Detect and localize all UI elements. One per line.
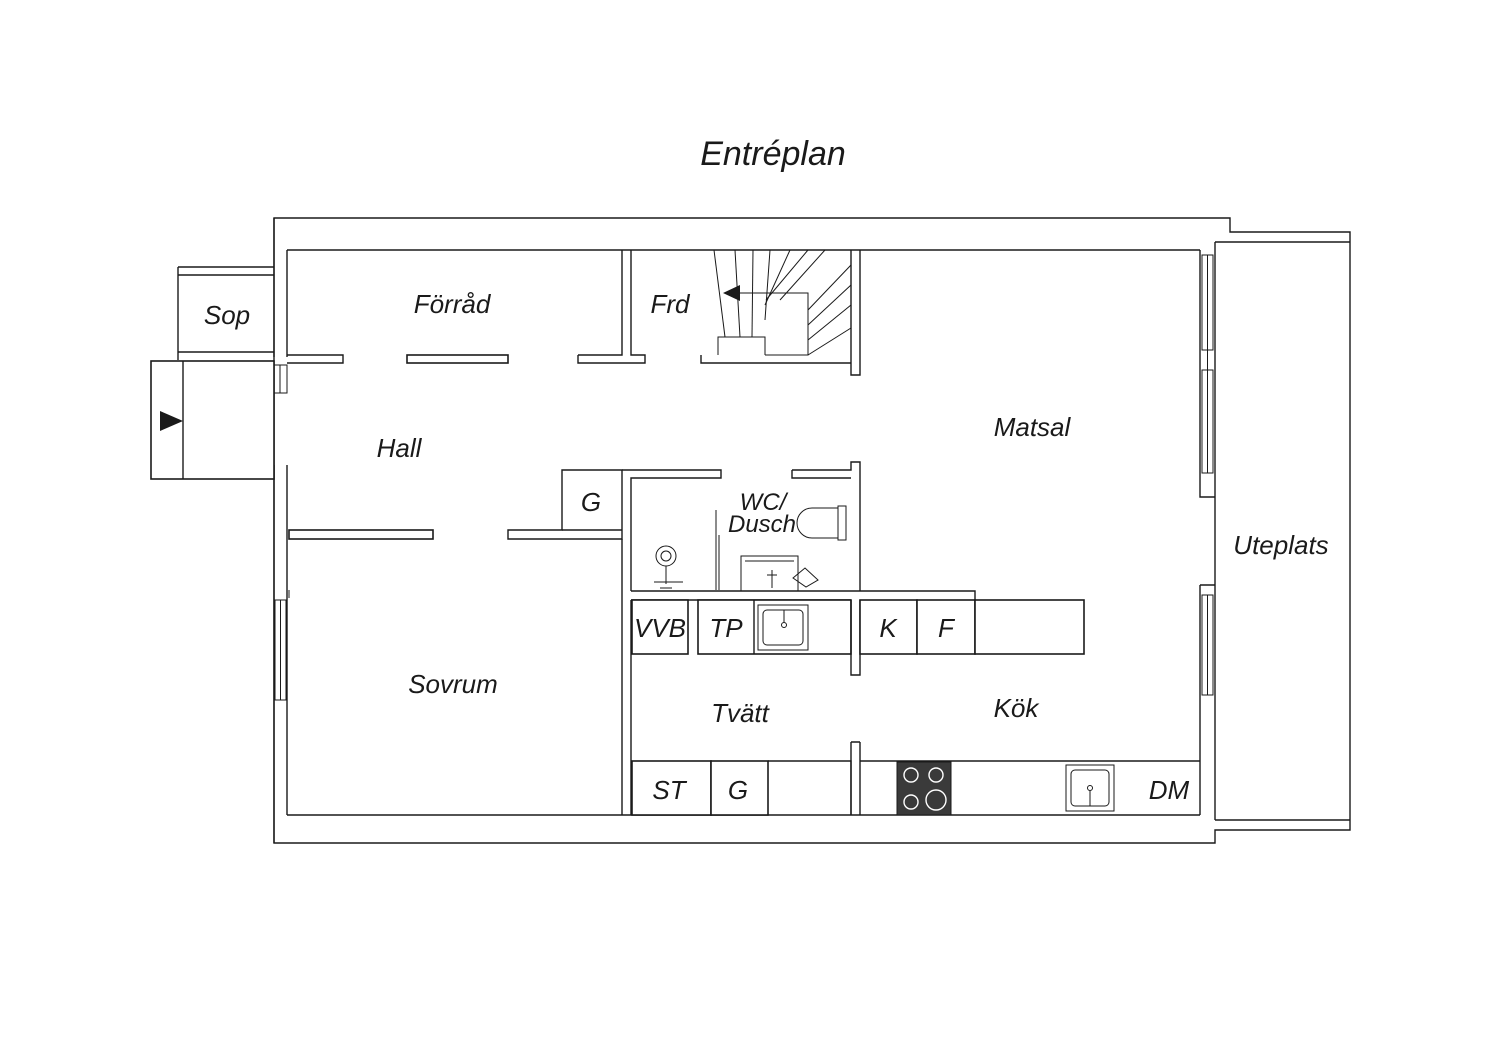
laundry-sink-icon bbox=[757, 604, 809, 651]
forrad-room: Förråd bbox=[287, 250, 646, 364]
fixture-label-f: F bbox=[938, 613, 956, 643]
window-left bbox=[274, 590, 290, 701]
room-label-sovrum: Sovrum bbox=[408, 669, 498, 699]
room-label-hall: Hall bbox=[377, 433, 423, 463]
fixture-label-k: K bbox=[879, 613, 898, 643]
toilet-icon bbox=[796, 505, 847, 541]
fixture-label-tp: TP bbox=[709, 613, 743, 643]
kitchen-sink-icon bbox=[1065, 764, 1115, 812]
window-right-upper bbox=[1201, 254, 1214, 474]
room-label-dusch-text: Dusch bbox=[728, 511, 796, 538]
fixture-label-g-hall: G bbox=[581, 487, 601, 517]
sop-room: Sop bbox=[177, 266, 274, 360]
room-label-wc: WC/ bbox=[740, 489, 789, 516]
stove-icon bbox=[896, 761, 952, 816]
room-label-sop: Sop bbox=[204, 300, 250, 330]
room-label-kok: Kök bbox=[994, 693, 1041, 723]
kok-room: K F Kök DM bbox=[859, 599, 1200, 816]
window-right-lower bbox=[1201, 594, 1214, 696]
staircase[interactable] bbox=[713, 249, 852, 356]
room-label-uteplats: Uteplats bbox=[1233, 530, 1328, 560]
tvatt-room: VVB TP Tvätt ST G bbox=[630, 599, 861, 816]
hall-room: Hall G bbox=[288, 433, 623, 540]
room-label-tvatt: Tvätt bbox=[711, 698, 771, 728]
plan-title: Entréplan bbox=[700, 135, 846, 173]
fixture-label-vvb: VVB bbox=[634, 613, 686, 643]
fixture-label-st: ST bbox=[652, 775, 687, 805]
stair-direction-icon bbox=[723, 285, 740, 301]
room-label-forrad: Förråd bbox=[414, 289, 492, 319]
room-label-frd: Frd bbox=[651, 289, 692, 319]
matsal-room: Matsal bbox=[994, 250, 1215, 815]
fixture-label-dm: DM bbox=[1149, 775, 1190, 805]
wc-sink-icon bbox=[740, 555, 819, 592]
entrance[interactable] bbox=[150, 360, 288, 480]
frd-room: Frd bbox=[651, 250, 861, 376]
entrance-arrow-icon bbox=[160, 411, 183, 431]
fixture-label-g-tvatt: G bbox=[728, 775, 748, 805]
sovrum-room: Sovrum bbox=[274, 590, 498, 701]
shower-icon bbox=[654, 510, 720, 590]
room-label-matsal: Matsal bbox=[994, 412, 1072, 442]
